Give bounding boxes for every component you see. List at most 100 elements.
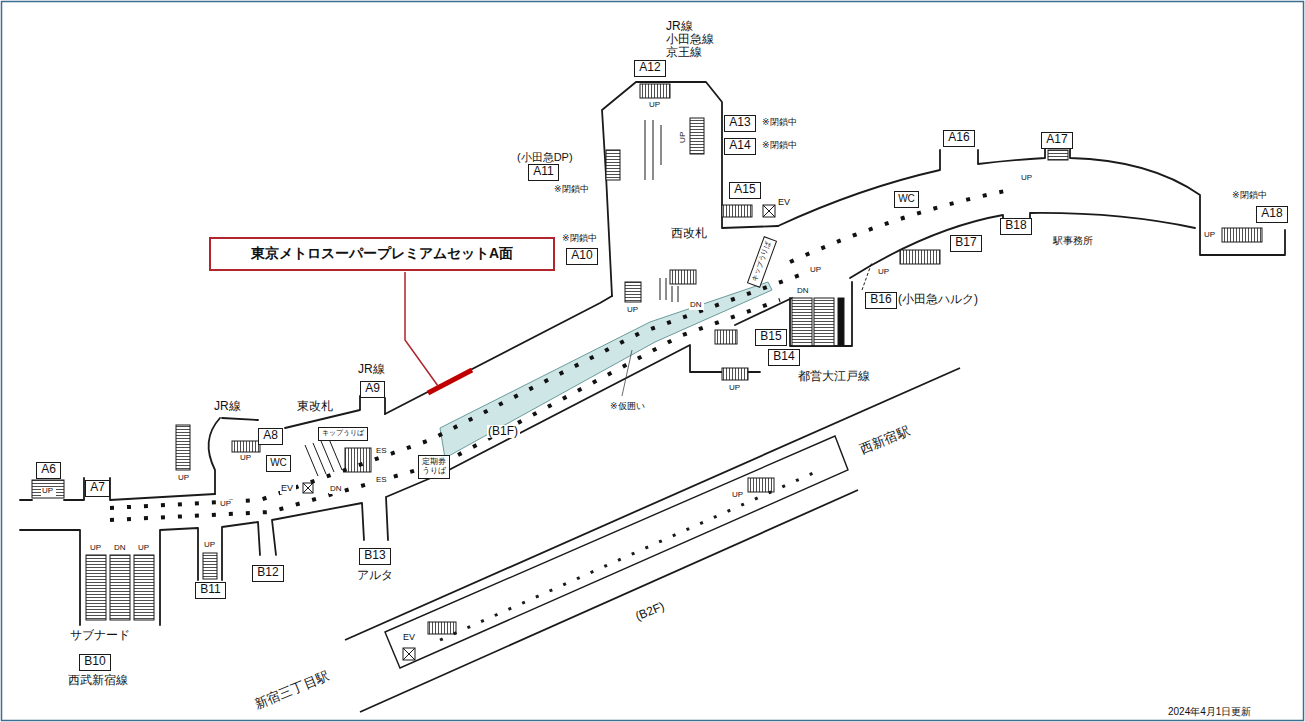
stairs: [606, 150, 620, 180]
exit-number-box: B13: [359, 548, 391, 565]
stairs: [722, 205, 752, 217]
stairs: [32, 480, 64, 498]
stair-direction: UP: [809, 266, 824, 275]
box-text: B15: [759, 330, 783, 344]
box-text: キップうりば: [321, 429, 365, 437]
platform-b2f: [345, 368, 960, 712]
map-label: (B1F): [487, 425, 520, 438]
ticket-gate: [305, 439, 342, 476]
callout-box: 東京メトロスーパープレミアムセットA面: [209, 237, 555, 271]
stairs: [428, 622, 456, 634]
box-text: A15: [733, 183, 757, 197]
stair-direction: UP: [1020, 174, 1035, 183]
ticket-box: 定期券 うりば: [418, 455, 450, 479]
stairs: [110, 555, 130, 620]
ticket-box: キップうりば: [318, 427, 368, 441]
box-text: B14: [772, 350, 796, 364]
stair-direction: UP: [626, 306, 641, 315]
pillar-dots: [110, 275, 800, 508]
stairs: [690, 118, 704, 154]
elevator-symbol: [303, 483, 313, 493]
stairs: [900, 250, 940, 264]
wall-line: [602, 82, 778, 296]
map-label: (B2F): [633, 599, 669, 624]
box-text: キップうりば: [750, 240, 773, 284]
stair-direction: UP: [219, 500, 234, 509]
stairs: [640, 84, 670, 98]
box-text: B18: [1004, 219, 1028, 233]
wc-box: WC: [266, 455, 291, 472]
exit-number-box: A8: [258, 428, 283, 445]
platform-b2f: [385, 436, 848, 668]
box-text: B17: [954, 236, 978, 250]
exit-number-box: A13: [724, 115, 756, 132]
exit-number-box: A16: [943, 130, 975, 147]
elevator-symbol: [403, 648, 415, 660]
exit-number-box: B17: [950, 235, 982, 252]
stair-direction: UP: [137, 544, 152, 553]
wall-line: [209, 418, 220, 494]
exit-number-box: A9: [360, 381, 385, 398]
platform-b2f: [345, 368, 960, 640]
ticket-gate: [660, 278, 678, 302]
stairs: [1048, 150, 1068, 160]
wall-line: [20, 82, 1285, 625]
stairs: [1222, 228, 1262, 242]
platform-b2f: [360, 490, 858, 712]
stair-direction: UP: [177, 474, 192, 483]
elevator-symbol: [303, 205, 775, 660]
map-label: JR線: [213, 400, 243, 413]
box-text: WC: [897, 193, 916, 205]
map-label: 都営大江戸線: [797, 370, 872, 383]
exit-number-box: B15: [755, 329, 787, 346]
box-text: A18: [1260, 207, 1284, 221]
stairs: [32, 84, 1262, 634]
ticket-box: キップうりば: [747, 236, 777, 288]
stair-direction: UP: [41, 487, 56, 496]
box-text: A8: [262, 429, 279, 443]
wall-line: [385, 296, 612, 414]
stairs: [715, 330, 737, 344]
box-text: A9: [364, 382, 381, 396]
exit-number-box: A7: [85, 480, 110, 497]
box-text: B10: [83, 655, 107, 669]
elevator-symbol: [303, 483, 313, 493]
elevator-label: EV: [402, 633, 418, 643]
stair-direction: DN: [329, 485, 344, 494]
box-text: B16: [869, 293, 893, 307]
exit-number-box: B12: [252, 565, 284, 582]
box-text: A12: [638, 61, 662, 75]
ticket-gate: [305, 120, 678, 476]
stairs: [814, 298, 834, 346]
stairs: [625, 282, 641, 302]
box-text: 定期券 うりば: [422, 457, 446, 475]
wall-line: [222, 396, 385, 428]
map-label: 西武新宿線: [67, 674, 130, 687]
elevator-symbol: [403, 648, 415, 660]
wc-box: WC: [894, 191, 919, 208]
enclosure-leader: [622, 350, 632, 396]
stairs: [86, 555, 106, 620]
stair-direction: UP: [679, 129, 688, 144]
pillar-dots: [110, 190, 1010, 520]
stairs: [838, 298, 844, 346]
box-text: A17: [1045, 133, 1069, 147]
stairs: [232, 441, 260, 452]
update-date: 2024年4月1日更新: [1167, 706, 1254, 717]
stairs: [203, 553, 217, 579]
map-label: JR線: [357, 363, 387, 376]
map-label: サブナード: [69, 629, 132, 642]
platform-b2f: [440, 470, 820, 640]
stairs: [722, 368, 748, 380]
stair-direction: UP: [203, 541, 218, 550]
wall-line: [735, 213, 1195, 346]
stair-direction: UP: [877, 268, 892, 277]
box-text: A11: [532, 165, 555, 179]
exit-number-box: B18: [1000, 218, 1032, 235]
exit-number-box: A10: [566, 248, 598, 265]
map-label: ※閉鎖中: [1231, 191, 1269, 201]
stair-direction: DN: [796, 287, 811, 296]
temporary-enclosure: [440, 282, 772, 458]
box-text: B11: [199, 583, 222, 597]
box-text: A6: [40, 463, 57, 477]
